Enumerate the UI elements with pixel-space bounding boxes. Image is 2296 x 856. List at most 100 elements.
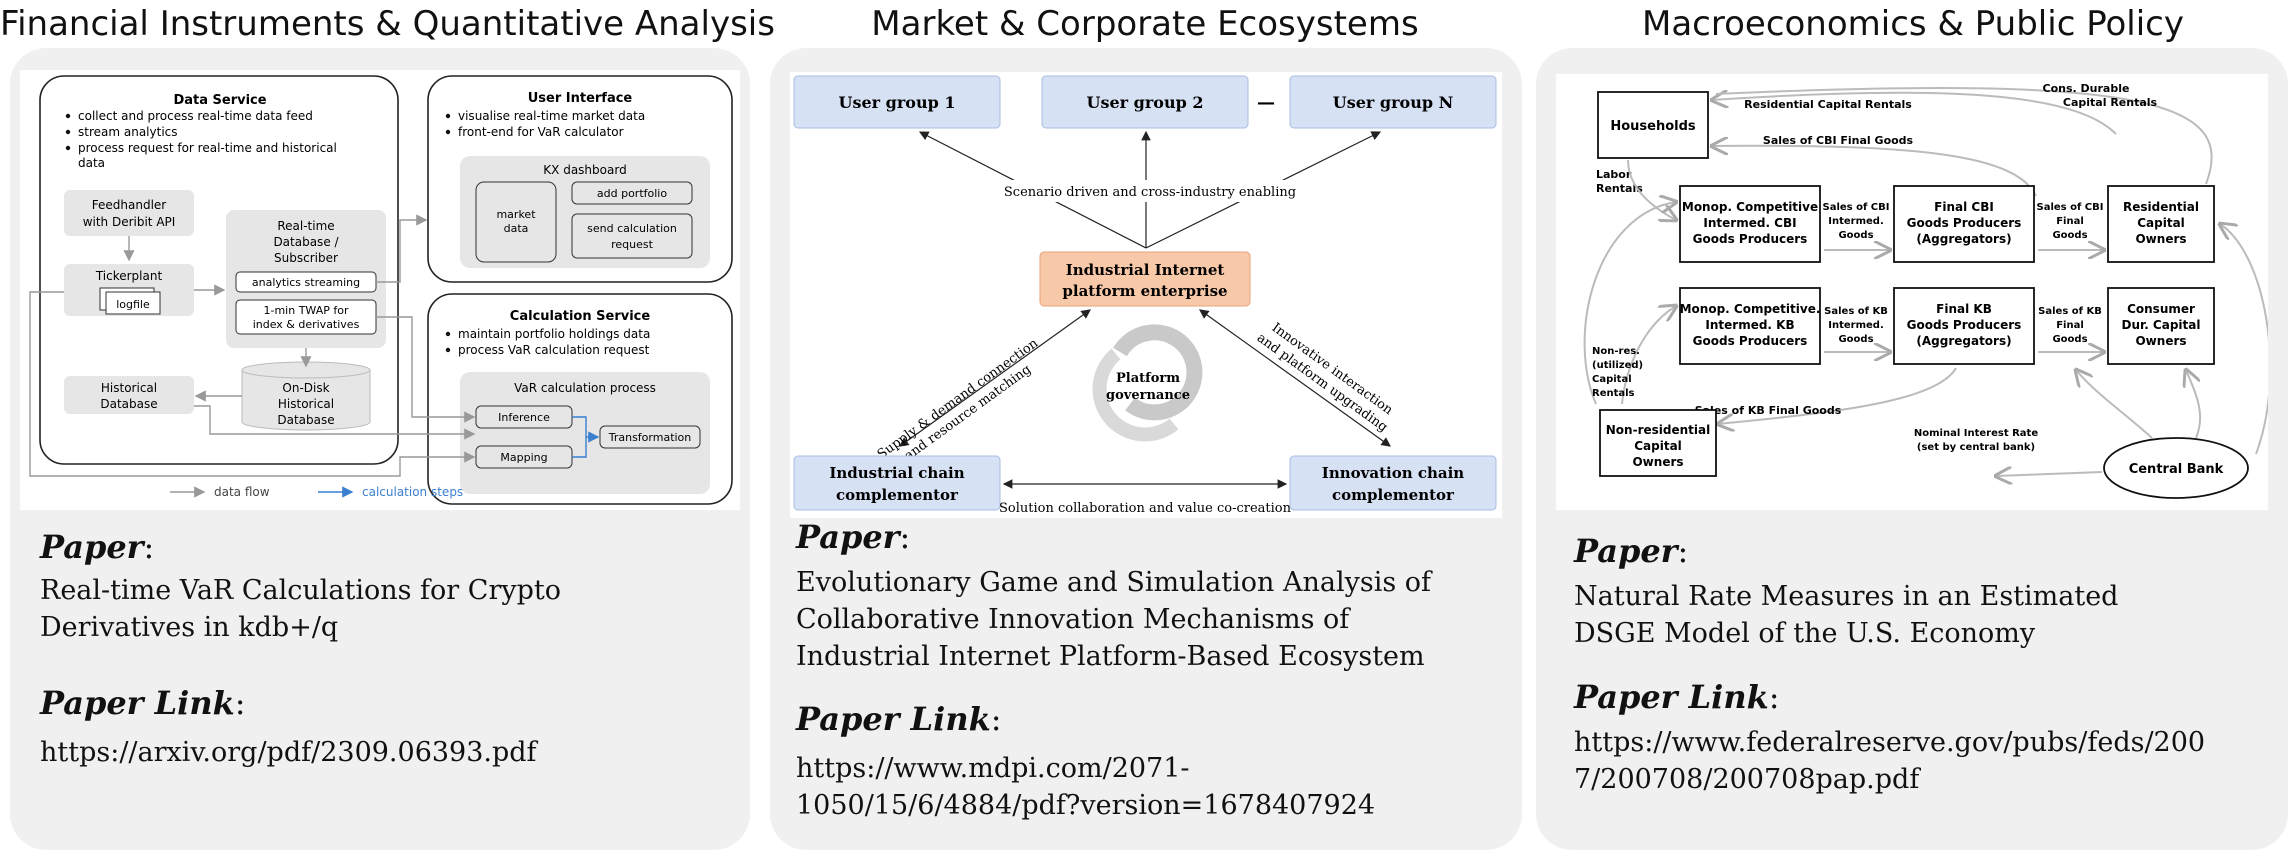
rdb-label: Subscriber [274,251,338,265]
sales-cbi-final-label: Sales of CBI [2037,202,2104,213]
monop-cbi-label: Monop. Competitive [1682,200,1818,214]
nonres-rentals-label: Non-res. [1592,346,1640,357]
sales-kb-intermed-label: Intermed. [1828,320,1884,331]
nonres-rentals-label: Capital [1592,374,1632,385]
card-macro: Households Cons. Durable Capital Rentals… [1536,48,2288,850]
cbi-final-goods-label: Sales of CBI Final Goods [1763,134,1914,147]
supply-demand-label: Supply & demand connection [875,336,1042,463]
res-owners-label: Residential [2123,200,2199,214]
twap-label: 1-min TWAP for [264,304,349,317]
labor-rentals-label: Labor [1596,168,1632,181]
consumer-dur-label: Dur. Capital [2121,318,2200,332]
ellipsis-dash: — [1257,92,1275,113]
user-group-2: User group 2 [1087,93,1204,112]
final-kb-label: Final KB [1936,302,1992,316]
ondisk-label: On-Disk [282,381,329,395]
ds-bullet-cont: data [78,156,105,170]
cons-durable-label: Capital Rentals [2063,96,2158,109]
solution-label: Solution collaboration and value co-crea… [999,501,1292,516]
column-title-market: Market & Corporate Ecosystems [871,4,1419,44]
paper-link[interactable]: https://arxiv.org/pdf/2309.06393.pdf [40,737,537,768]
innovative-interaction-label: Innovative interaction [1269,320,1396,418]
ondisk-label: Historical [278,397,334,411]
feedhandler-box [64,190,194,236]
monop-kb-label: Goods Producers [1693,334,1808,348]
final-cbi-label: Goods Producers [1907,216,2022,230]
figure-var-architecture: Data Service collect and process real-ti… [20,70,740,510]
monop-kb-label: Monop. Competitive. [1680,302,1821,316]
rdb-label: Database / [273,235,339,249]
governance-label: governance [1106,388,1190,403]
legend-calc-steps: calculation steps [362,485,463,499]
feedhandler-label: Feedhandler [92,198,167,212]
paper-link-label: Paper Link: [40,684,246,722]
sales-kb-final-label: Sales of KB [2038,306,2102,317]
nominal-rate-label: (set by central bank) [1917,442,2035,453]
send-calc-label: send calculation [587,222,677,235]
final-cbi-label: (Aggregators) [1916,232,2011,246]
central-bank-label: Central Bank [2129,462,2224,477]
var-process-label: VaR calculation process [514,381,656,395]
scenario-label: Scenario driven and cross-industry enabl… [1004,185,1296,200]
households-label: Households [1610,119,1696,134]
nonres-rentals-label: (utilized) [1592,360,1643,371]
monop-kb-label: Intermed. KB [1705,318,1794,332]
industrial-chain-label: Industrial chain [829,464,964,482]
sales-cbi-intermed-label: Sales of CBI [1823,202,1890,213]
platform-enterprise-label: Industrial Internet [1066,261,1225,279]
innovation-chain-label: Innovation chain [1322,464,1464,482]
sales-cbi-final-label: Goods [2052,230,2087,241]
monop-cbi-label: Intermed. CBI [1703,216,1796,230]
residential-rentals-label: Residential Capital Rentals [1744,98,1912,111]
sales-kb-intermed-label: Goods [1838,334,1873,345]
column-title-macro: Macroeconomics & Public Policy [1642,4,2184,44]
ds-bullet: stream analytics [78,125,178,139]
sales-kb-final-label: Final [2056,320,2084,331]
inference-label: Inference [498,411,550,424]
paper-link[interactable]: https://www.mdpi.com/2071- 1050/15/6/488… [796,753,1376,821]
paper-link-label: Paper Link: [1574,678,1780,716]
final-cbi-label: Final CBI [1934,200,1994,214]
governance-label: Platform [1116,371,1180,386]
user-group-1: User group 1 [839,93,956,112]
platform-enterprise-label: platform enterprise [1062,282,1227,300]
monop-cbi-label: Goods Producers [1693,232,1808,246]
column-title-financial: Financial Instruments & Quantitative Ana… [0,4,775,44]
paper-link[interactable]: https://www.federalreserve.gov/pubs/feds… [1574,727,2206,795]
historical-db-label: Historical [101,381,157,395]
nominal-rate-label: Nominal Interest Rate [1914,428,2038,439]
data-service-title: Data Service [173,93,266,108]
paper-title: Real-time VaR Calculations for Crypto De… [40,575,561,643]
mapping-label: Mapping [500,451,547,464]
labor-rentals-label: Rentals [1596,182,1643,195]
card-financial: Data Service collect and process real-ti… [10,48,750,850]
card-market: User group 1 User group 2 — User group N… [770,48,1522,850]
paper-label: Paper: [40,528,155,566]
nonres-owners-label: Capital [1634,439,1682,453]
ui-title: User Interface [528,91,633,106]
legend-data-flow: data flow [214,485,270,499]
figure-dsge-model: Households Cons. Durable Capital Rentals… [1556,74,2268,510]
figure-platform-ecosystem: User group 1 User group 2 — User group N… [790,72,1502,518]
calc-title: Calculation Service [510,309,651,324]
logfile-label: logfile [116,298,150,311]
calc-bullet: maintain portfolio holdings data [458,327,650,341]
industrial-chain-label: complementor [836,486,959,504]
sales-cbi-intermed-label: Goods [1838,230,1873,241]
paper-link-label: Paper Link: [796,700,1002,738]
innovative-interaction-label: and platform upgrading [1254,331,1390,436]
final-kb-label: Goods Producers [1907,318,2022,332]
sales-cbi-final-label: Final [2056,216,2084,227]
kx-dashboard-label: KX dashboard [543,163,626,177]
tickerplant-label: Tickerplant [95,269,163,283]
rdb-label: Real-time [277,219,334,233]
sales-kb-intermed-label: Sales of KB [1824,306,1888,317]
user-group-n: User group N [1333,93,1453,112]
add-portfolio-label: add portfolio [597,187,667,200]
paper-label: Paper: [796,518,911,556]
ui-bullet: front-end for VaR calculator [458,125,624,139]
paper-title: Evolutionary Game and Simulation Analysi… [796,567,1432,672]
cons-durable-label: Cons. Durable [2043,82,2130,95]
nonres-rentals-label: Rentals [1592,388,1635,399]
feedhandler-label: with Deribit API [83,215,176,229]
